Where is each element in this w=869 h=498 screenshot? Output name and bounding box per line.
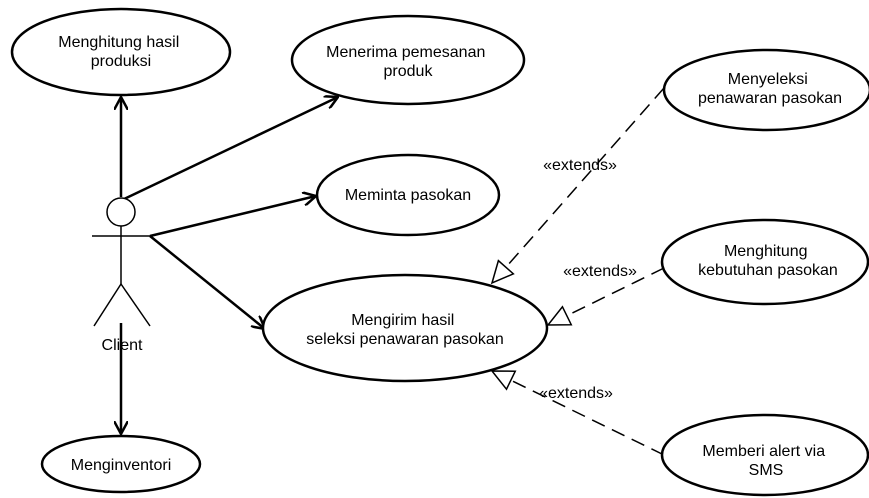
use-case-shape [10,7,232,97]
use-case-label: Mengirim hasil seleksi penawaran pasokan [306,312,503,348]
use-case-terima-pesanan[interactable]: Menerima pemesanan produk [290,14,526,106]
use-case-seleksi-penawaran[interactable]: Menyeleksi penawaran pasokan [662,48,869,132]
use-case-label-line: SMS [749,462,784,479]
use-case-minta-pasokan[interactable]: Meminta pasokan [315,153,501,237]
use-case-alert-sms[interactable]: Memberi alert via SMS [660,413,869,497]
actor-head [106,197,136,227]
use-case-shape [662,48,869,132]
use-case-shape [660,413,869,497]
association-kirim-hasil [149,235,265,329]
extends-label-3: «extends» [539,385,613,402]
stereotype-labels: «extends» «extends» «extends» [539,157,637,402]
use-case-label: Menyeleksi penawaran pasokan [698,71,842,107]
use-case-label: Memberi alert via SMS [702,443,829,479]
use-case-label-line: produk [384,63,434,80]
use-case-label-line: seleksi penawaran pasokan [306,331,503,348]
use-case-label-line: Menyeleksi [728,71,808,88]
use-case-label-line: Menghitung hasil [58,34,179,51]
actor-label: Client [102,337,143,354]
use-case-label-line: penawaran pasokan [698,90,842,107]
use-case-label-line: Meminta pasokan [345,187,471,204]
use-case-label-line: Menghitung [724,243,808,260]
association-terima-pesanan [121,97,338,202]
use-case-label-line: Memberi alert via [702,443,825,460]
use-case-label: Meminta pasokan [345,187,471,204]
use-case-label-line: produksi [91,53,151,70]
use-case-label: Menerima pemesanan produk [326,44,490,80]
extend-relations [490,87,665,456]
use-case-hitung-kebutuhan[interactable]: Menghitung kebutuhan pasokan [660,218,869,306]
use-case-label-line: Menerima pemesanan [326,44,485,61]
extend-line-sms [490,370,665,456]
use-case-shape [290,14,526,106]
use-case-shape [261,273,549,383]
association-minta-pasokan [149,196,316,238]
use-case-shape [40,434,202,494]
use-case-hitung-produksi[interactable]: Menghitung hasil produksi [10,7,232,97]
extends-label-2: «extends» [563,263,637,280]
use-case-label-line: Mengirim hasil [351,312,454,329]
actor-client: Client [92,197,151,354]
use-case-kirim-hasil[interactable]: Mengirim hasil seleksi penawaran pasokan [261,273,549,383]
use-case-label-line: kebutuhan pasokan [698,262,838,279]
use-case-inventori[interactable]: Menginventori [40,434,202,494]
use-case-shape [660,218,869,306]
use-case-label: Menghitung hasil produksi [58,34,183,70]
use-case-label: Menginventori [71,457,172,474]
associations [121,97,338,434]
use-case-label-line: Menginventori [71,457,172,474]
use-case-shape [315,153,501,237]
use-case-label: Menghitung kebutuhan pasokan [698,243,838,279]
actor-right-leg [120,283,151,327]
extends-label-1: «extends» [543,157,617,174]
extend-line-seleksi [490,87,665,285]
actor-left-leg [93,283,122,327]
